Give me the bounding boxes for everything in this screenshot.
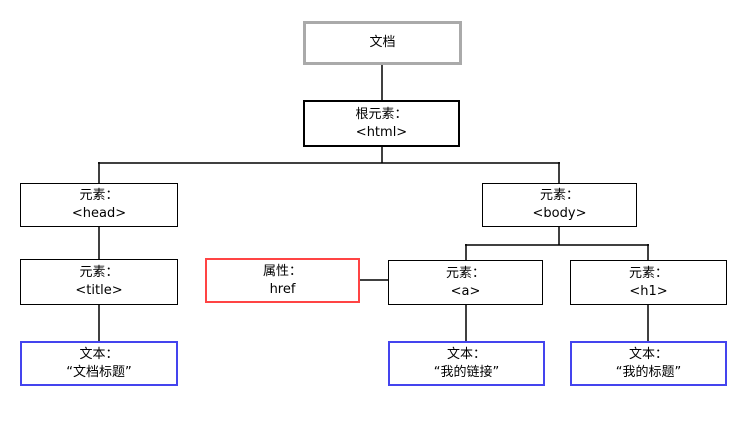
node-value-label: href bbox=[269, 281, 296, 297]
node-text-my-title: 文本： “我的标题” bbox=[570, 341, 727, 386]
node-element-h1: 元素： <h1> bbox=[570, 260, 727, 305]
node-value-label: “我的标题” bbox=[615, 364, 682, 380]
node-element-head: 元素： <head> bbox=[20, 183, 178, 227]
node-type-label: 元素： bbox=[445, 265, 485, 281]
node-type-label: 元素： bbox=[539, 188, 579, 203]
node-text-document-title: 文本： “文档标题” bbox=[20, 341, 178, 386]
node-element-a: 元素： <a> bbox=[388, 260, 543, 305]
node-type-label: 文本： bbox=[446, 346, 486, 362]
node-type-label: 根元素： bbox=[355, 106, 408, 122]
node-element-body: 元素： <body> bbox=[482, 183, 637, 227]
node-root-element-html: 根元素： <html> bbox=[303, 100, 460, 147]
node-text-my-link: 文本： “我的链接” bbox=[388, 341, 545, 386]
node-value-label: <html> bbox=[355, 124, 408, 140]
node-value-label: <head> bbox=[71, 206, 127, 221]
node-type-label: 文本： bbox=[628, 346, 668, 362]
node-attribute-href: 属性： href bbox=[205, 258, 360, 303]
node-document-label: 文档 bbox=[369, 35, 396, 50]
node-type-label: 元素： bbox=[628, 265, 668, 281]
node-element-title: 元素： <title> bbox=[20, 259, 178, 305]
node-document: 文档 bbox=[303, 21, 462, 65]
node-value-label: “文档标题” bbox=[66, 364, 132, 380]
node-value-label: <a> bbox=[450, 283, 481, 299]
node-value-label: <title> bbox=[75, 283, 123, 298]
node-value-label: <h1> bbox=[629, 283, 668, 299]
node-type-label: 文本： bbox=[79, 346, 119, 362]
node-value-label: <body> bbox=[532, 206, 587, 221]
node-type-label: 属性： bbox=[262, 263, 302, 279]
node-value-label: “我的链接” bbox=[433, 364, 500, 380]
node-type-label: 元素： bbox=[79, 265, 119, 280]
node-type-label: 元素： bbox=[79, 188, 119, 203]
